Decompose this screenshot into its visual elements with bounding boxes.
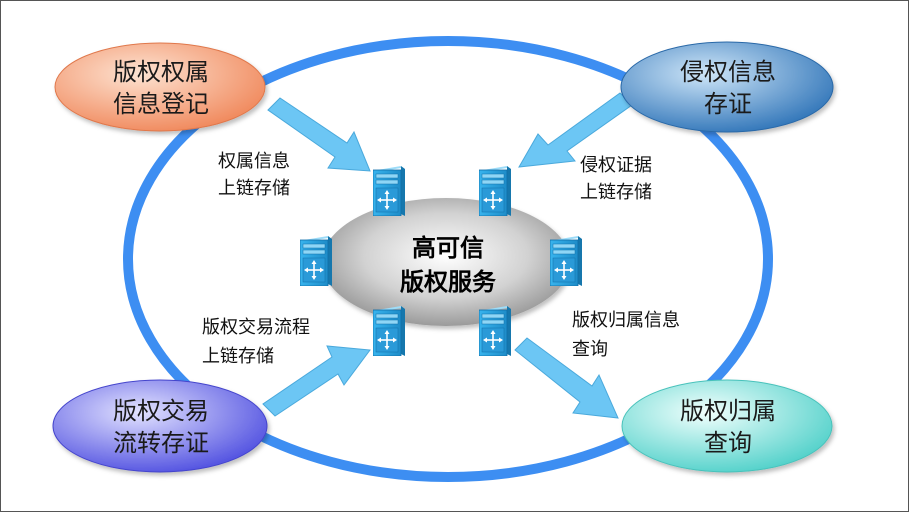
edge-label-bottom-right-line2: 查询 (572, 339, 608, 360)
service-ring (123, 36, 773, 482)
server-switch-icon (479, 306, 511, 356)
edge-label-bottom-left-line1: 版权交易流程 (202, 317, 310, 338)
node-top-right: 侵权信息 存证 (620, 41, 834, 133)
arrow-top-left (267, 97, 371, 172)
edge-label-top-right-line2: 上链存储 (580, 182, 652, 203)
center-label-line2: 版权服务 (400, 268, 497, 296)
node-bottom-left-line2: 流转存证 (113, 429, 209, 457)
node-bottom-right: 版权归属 查询 (621, 379, 833, 473)
arrow-top-right (518, 92, 633, 168)
node-bottom-left-line1: 版权交易 (113, 397, 209, 425)
node-bottom-right-line2: 查询 (704, 429, 752, 457)
node-bottom-left: 版权交易 流转存证 (52, 379, 268, 473)
arrow-bottom-right (514, 337, 619, 419)
node-top-right-line1: 侵权信息 (680, 58, 776, 86)
center-disk (322, 198, 570, 326)
server-switch-icon (479, 166, 511, 216)
server-switch-icon (373, 166, 405, 216)
edge-label-bottom-left-line2: 上链存储 (202, 346, 274, 367)
server-switch-icon (550, 236, 582, 286)
edge-label-bottom-right-line1: 版权归属信息 (572, 310, 680, 331)
center-label-line1: 高可信 (412, 234, 484, 262)
node-top-left-line1: 版权权属 (113, 58, 209, 86)
node-top-right-line2: 存证 (704, 90, 752, 118)
arrow-bottom-left (262, 345, 371, 417)
edge-label-top-left-line2: 上链存储 (218, 178, 290, 199)
server-switch-icon (300, 236, 332, 286)
node-bottom-right-line1: 版权归属 (680, 397, 776, 425)
server-switch-icon (373, 306, 405, 356)
node-top-left-line2: 信息登记 (113, 90, 209, 118)
edge-label-top-right-line1: 侵权证据 (580, 155, 652, 176)
edge-label-top-left-line1: 权属信息 (218, 151, 290, 172)
node-top-left: 版权权属 信息登记 (54, 42, 266, 132)
